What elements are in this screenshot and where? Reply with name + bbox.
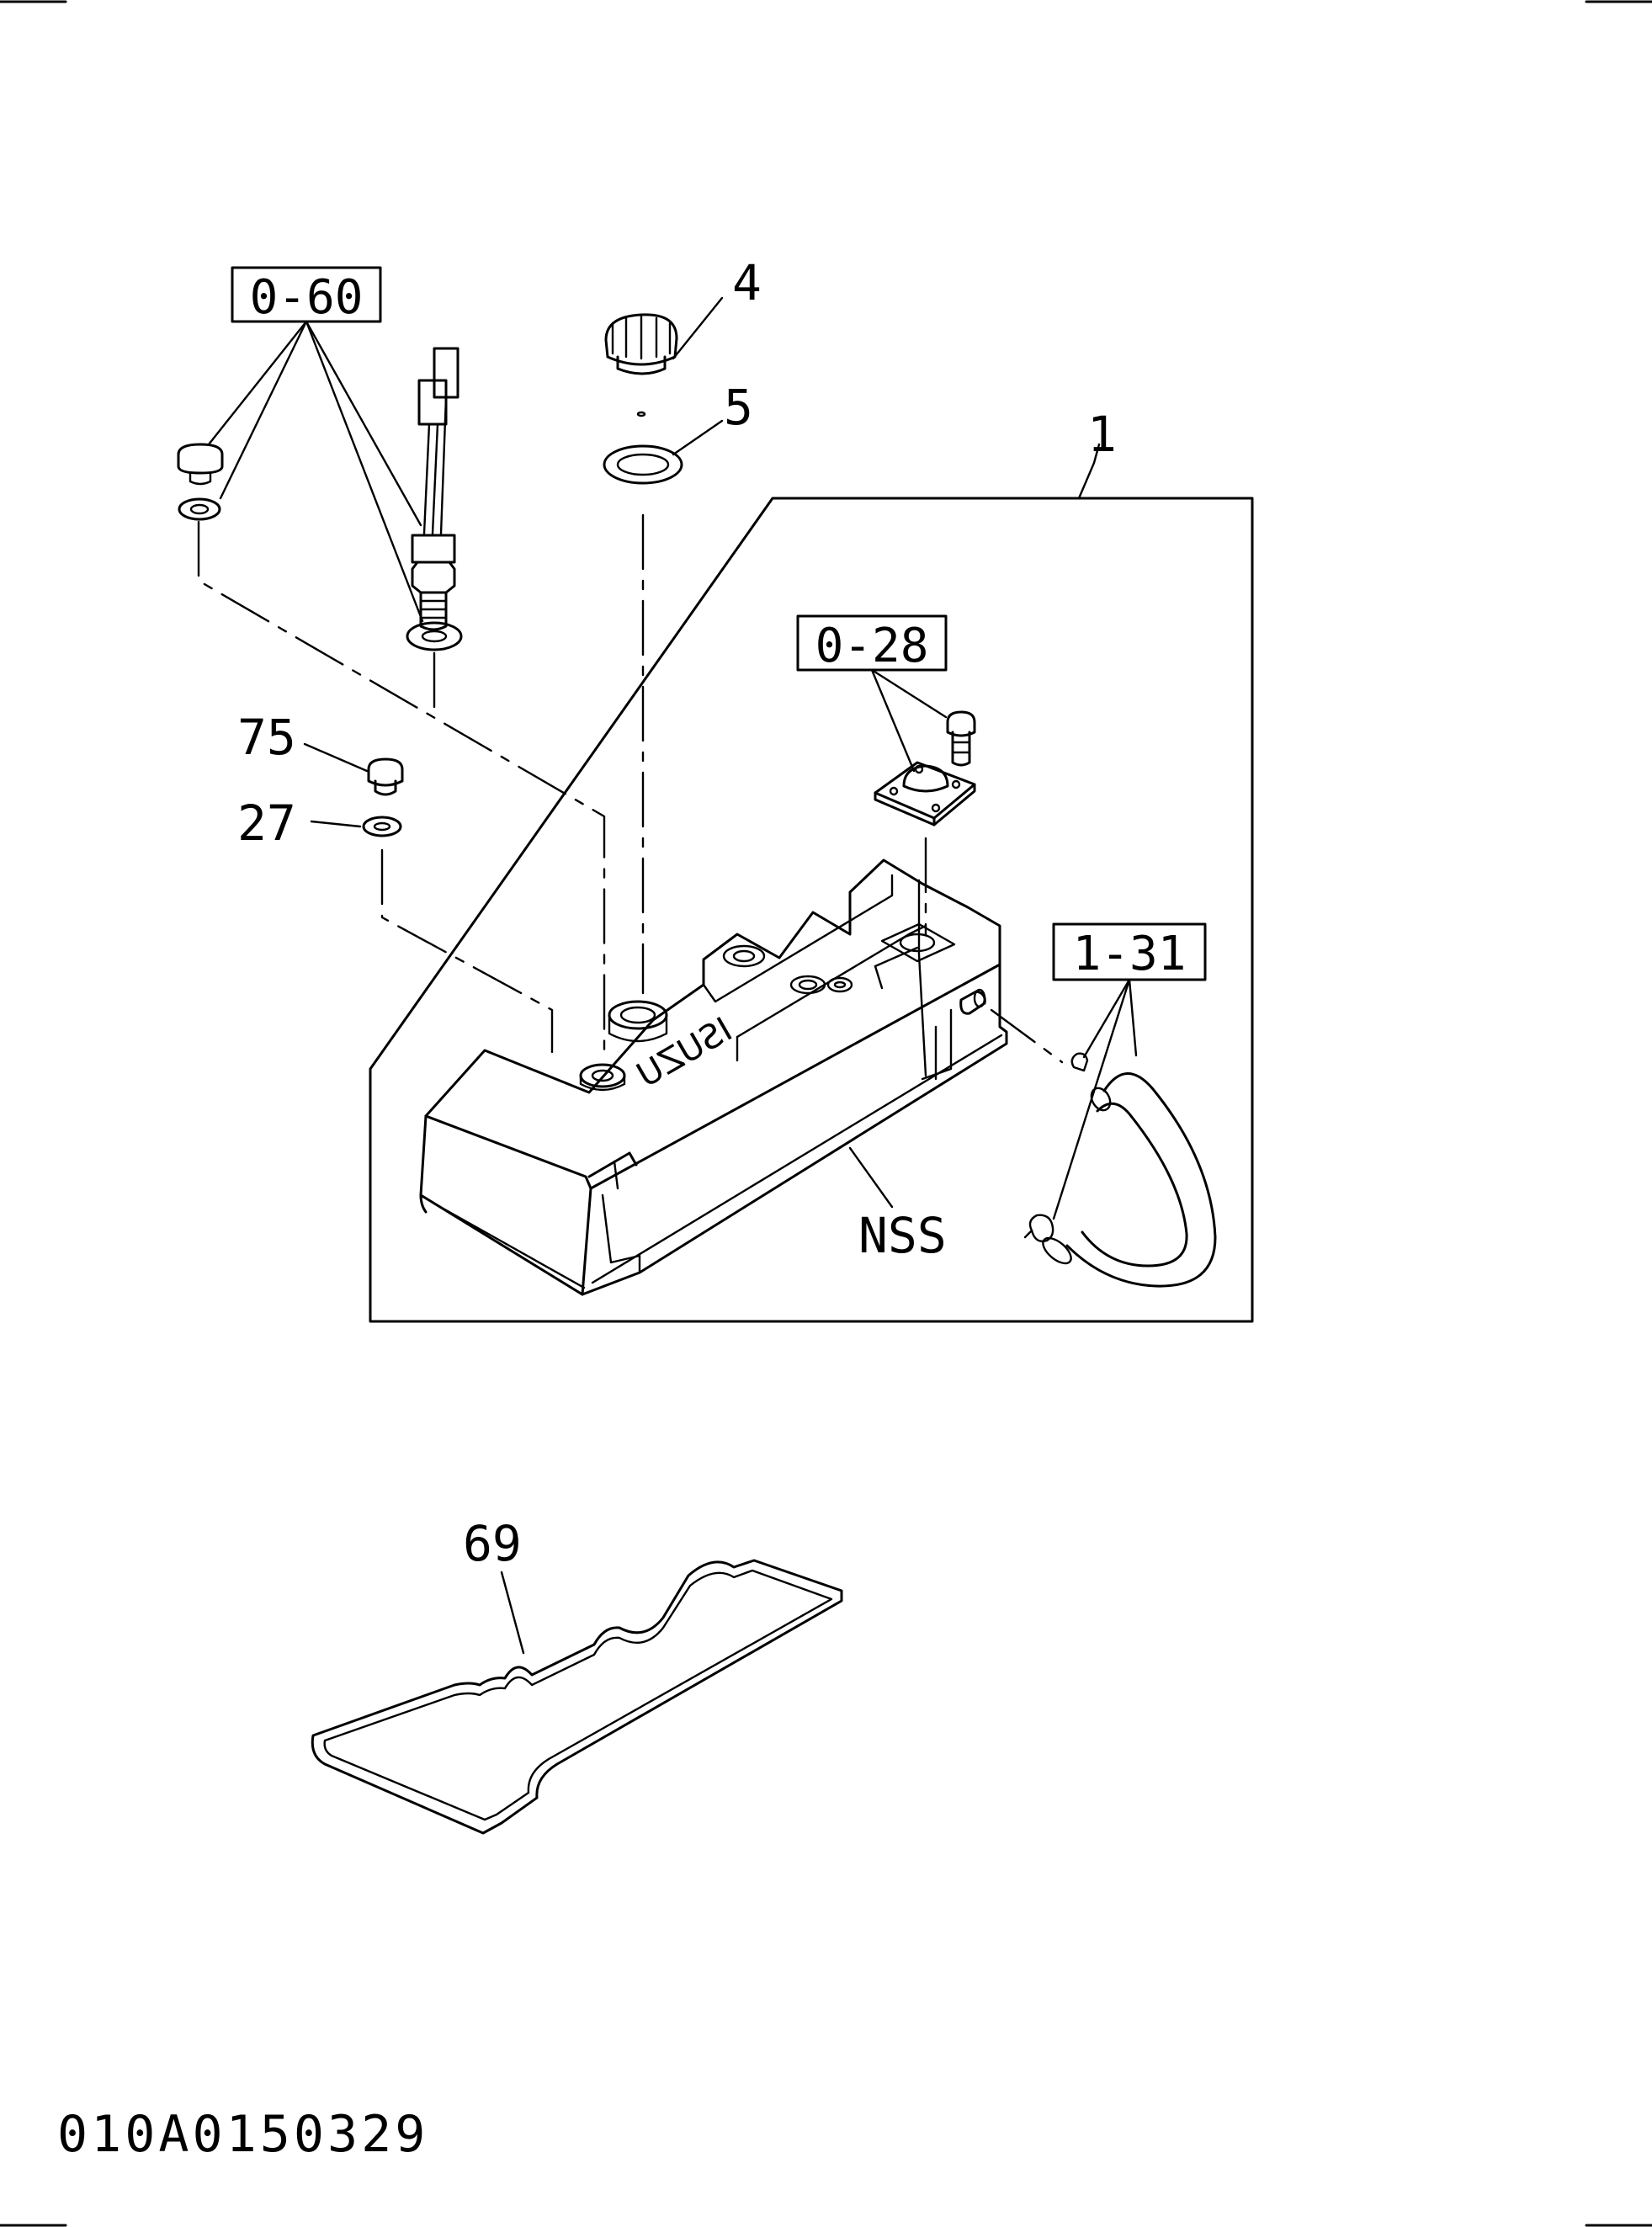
filler-cap-gasket[interactable]	[603, 444, 683, 485]
callout-75: 75	[237, 709, 296, 766]
install-line-plug	[380, 848, 554, 1054]
install-line-0-60	[197, 520, 606, 1054]
leader-69	[500, 1571, 525, 1655]
svg-text:0-60: 0-60	[250, 270, 364, 325]
hose-clip-upper	[1070, 1052, 1089, 1072]
leader-75	[303, 742, 369, 773]
drawing-code: 010A0150329	[57, 2105, 428, 2164]
embossed-logo: ISUZU	[630, 1010, 739, 1095]
leader-27	[310, 820, 362, 828]
plug-bolt-small	[177, 443, 224, 521]
sensor-switch	[411, 347, 459, 631]
leaders-1-31	[1052, 978, 1138, 1220]
cover-gasket-69[interactable]	[311, 1559, 843, 1835]
cylinder-head-cover[interactable]	[419, 858, 1008, 1296]
breather-cover	[874, 761, 976, 826]
callout-69: 69	[463, 1515, 522, 1572]
plug-75[interactable]	[367, 757, 404, 796]
leader-5	[672, 419, 724, 456]
breather-bolt	[946, 710, 976, 767]
leaders-0-60	[207, 320, 424, 623]
ref-box-0-60[interactable]: 0-60	[231, 266, 382, 325]
assembly-frame	[369, 497, 1254, 1323]
ref-box-1-31[interactable]: 1-31	[1052, 922, 1207, 981]
callout-4: 4	[732, 254, 762, 311]
install-line-hose	[990, 1008, 1064, 1064]
hose-clip-lower	[1023, 1214, 1054, 1242]
callout-27: 27	[237, 795, 296, 852]
svg-text:0-28: 0-28	[815, 619, 929, 673]
leader-4	[672, 296, 724, 360]
oil-filler-cap[interactable]	[604, 313, 678, 417]
svg-text:1-31: 1-31	[1073, 927, 1187, 981]
callout-nss: NSS	[858, 1207, 947, 1264]
ref-box-0-28[interactable]: 0-28	[796, 614, 948, 673]
callout-5: 5	[724, 379, 753, 436]
washer-27[interactable]	[362, 816, 402, 837]
sensor-washer	[406, 621, 463, 651]
leader-nss	[848, 1146, 894, 1209]
leaders-0-28	[870, 668, 948, 773]
leader-1	[1077, 443, 1101, 500]
breather-hose[interactable]	[1038, 1072, 1217, 1288]
callout-1: 1	[1087, 406, 1117, 463]
